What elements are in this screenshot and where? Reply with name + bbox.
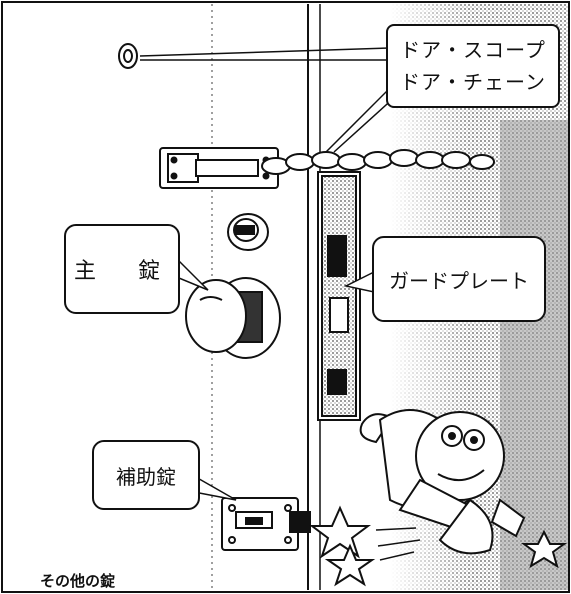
scope-chain-callout: ドア・スコープ ドア・チェーン (386, 24, 560, 108)
main-lock-knob (185, 277, 281, 359)
main-lock-callout: 主 錠 (64, 224, 180, 314)
door-scope-icon (118, 43, 138, 69)
door-chain-icon (159, 147, 495, 189)
burglar-character (359, 409, 526, 555)
aux-lock-callout: 補助錠 (92, 440, 200, 510)
motion-lines (375, 527, 421, 561)
guard-plate-callout: ガードプレート (372, 236, 546, 322)
door-scope-label: ドア・スコープ (400, 38, 546, 62)
impact-stars (309, 505, 568, 587)
other-locks-caption: その他の錠 (40, 572, 116, 590)
key-cylinder-icon (227, 213, 269, 251)
scope-chain-pointers (139, 47, 397, 153)
door-chain-label: ドア・チェーン (400, 70, 546, 94)
guard-plate-icon (317, 171, 361, 421)
aux-lock-pointer (193, 474, 237, 501)
aux-lock-icon (221, 497, 311, 551)
